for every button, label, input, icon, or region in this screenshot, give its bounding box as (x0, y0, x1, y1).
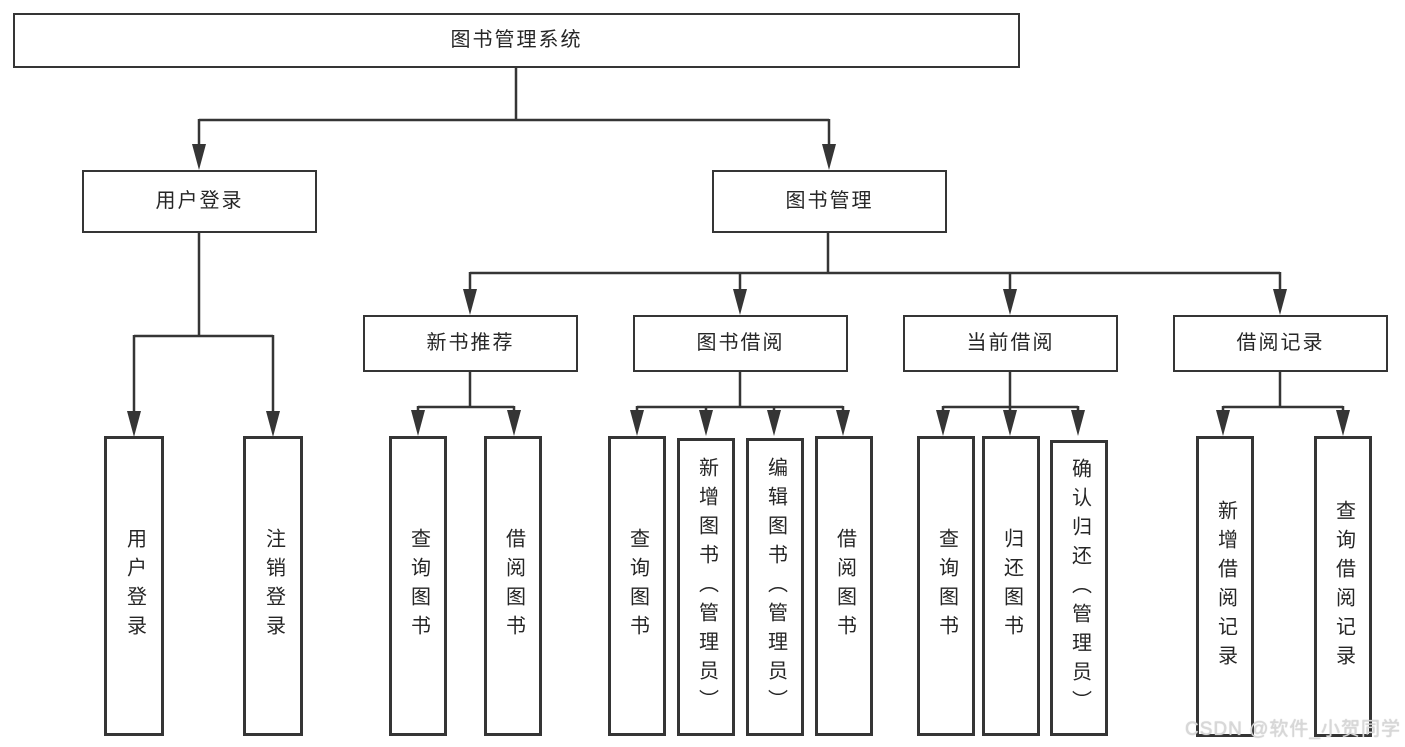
leaf-add-book-admin: 新增图书（管理员） (677, 438, 735, 736)
leaf-confirm-return-admin: 确认归还（管理员） (1050, 440, 1108, 736)
watermark: CSDN @软件_小贺同学 (1185, 719, 1401, 740)
leaf-query-books-1: 查询图书 (389, 436, 447, 736)
leaf-user-login: 用户登录 (104, 436, 164, 736)
leaf-query-books-2: 查询图书 (608, 436, 666, 736)
leaf-edit-book-admin: 编辑图书（管理员） (746, 438, 804, 736)
node-root: 图书管理系统 (13, 13, 1020, 68)
leaf-logout: 注销登录 (243, 436, 303, 736)
leaf-return-book: 归还图书 (982, 436, 1040, 736)
leaf-borrow-books-1: 借阅图书 (484, 436, 542, 736)
node-new-book-recommend: 新书推荐 (363, 315, 578, 372)
leaf-add-borrow-record: 新增借阅记录 (1196, 436, 1254, 737)
node-borrow-records: 借阅记录 (1173, 315, 1388, 372)
node-book-management: 图书管理 (712, 170, 947, 233)
leaf-borrow-books-2: 借阅图书 (815, 436, 873, 736)
node-current-borrow: 当前借阅 (903, 315, 1118, 372)
leaf-query-books-3: 查询图书 (917, 436, 975, 736)
node-book-borrow: 图书借阅 (633, 315, 848, 372)
leaf-query-borrow-record: 查询借阅记录 (1314, 436, 1372, 737)
arrowheads (127, 144, 1350, 437)
node-user-login: 用户登录 (82, 170, 317, 233)
